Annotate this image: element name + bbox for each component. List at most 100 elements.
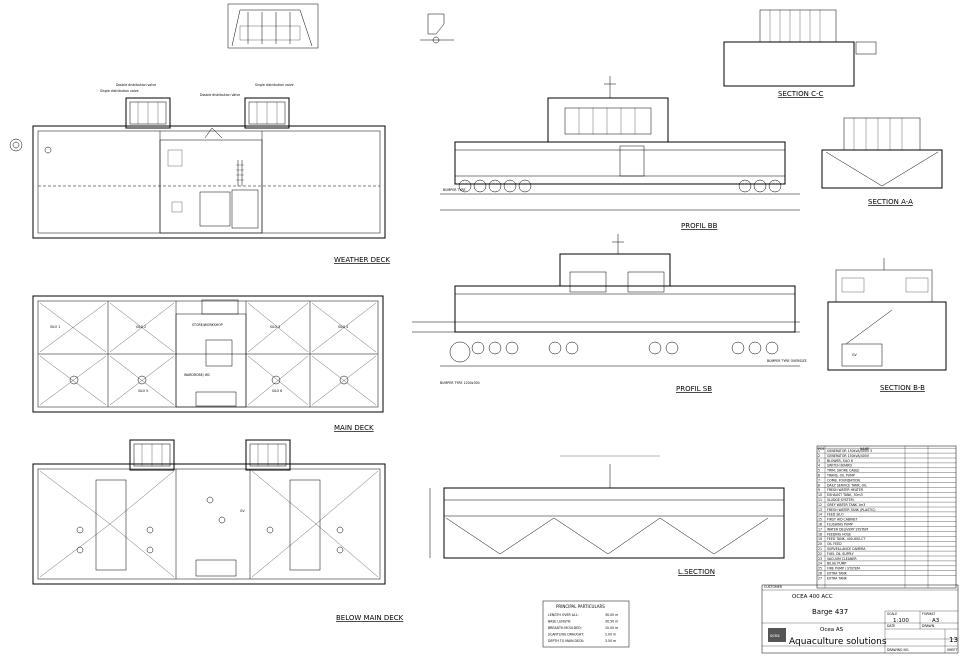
pp-row-value: 3.50 m [605, 639, 616, 643]
silo-5-label: SILO 5 [138, 389, 148, 393]
principal-particulars-rows: LENGTH OVER ALL: 30.00 m BASE LENGTH: 30.50… [548, 613, 618, 643]
parts-row-pos: 18 [818, 532, 822, 536]
tb-scale-label: SCALE [887, 612, 897, 616]
tb-drawing-no-label: DRAWING NO. [887, 648, 909, 652]
bumper-tyre-oversize-label: BUMPER TYRE OVERSIZE [767, 359, 807, 363]
profil-sb-view: BUMPER TYRE 1200x300 BUMPER TYRE OVERSIZ… [412, 234, 807, 393]
parts-row-pos: 19 [818, 537, 822, 541]
parts-header-pos: POS [818, 447, 824, 451]
callout-single-distribution-valve-right: Single distribution valve [255, 83, 294, 87]
pp-row-label: LENGTH OVER ALL: [548, 613, 579, 617]
principal-particulars: PRINCIPAL PARTICULARS LENGTH OVER ALL:30… [542, 600, 630, 648]
parts-row-name: EXTRA TANK [827, 572, 848, 576]
tb-format-label: FORMAT [922, 612, 935, 616]
parts-row-name: VACUUM CLEANER [827, 557, 857, 561]
parts-row-name: COMB. FOUNDATION [827, 478, 860, 482]
weather-deck-plan: Double distribution valve Single distrib… [9, 83, 390, 264]
tb-drawing-title: Barge 437 [812, 608, 848, 616]
parts-row-pos: 17 [818, 527, 822, 531]
parts-row-name: WATER DELIVERY SYSTEM [827, 527, 868, 531]
pp-row-label: BREADTH MOULDED: [548, 626, 582, 630]
parts-row-name: FRESH WATER HEATER [827, 488, 864, 492]
parts-row-pos: 23 [818, 557, 822, 561]
parts-row-name: GENERATOR 150kVA/400V [827, 454, 870, 458]
tb-scale: 1:100 [893, 618, 909, 624]
parts-row-name: OIL FEED [827, 542, 842, 546]
parts-row-name: BLOWER, SILO 6 [827, 459, 853, 463]
pp-row-label: BASE LENGTH: [548, 620, 571, 624]
profil-bb-title: PROFIL BB [681, 222, 718, 230]
pp-row-value: 30.00 m [605, 613, 618, 617]
parts-row-name: TRANS. OIL PUMP [826, 474, 855, 478]
tb-format: A3 [932, 618, 940, 624]
parts-row-pos: 10 [818, 493, 822, 497]
parts-row-pos: 9 [818, 488, 820, 492]
parts-row-pos: 26 [818, 572, 822, 576]
parts-row-name: FIRE PUMP / SYSTEM [827, 567, 860, 571]
parts-header-name: NAME [860, 447, 869, 451]
parts-row-name: EXHAUST TANK, 30m3 [827, 493, 863, 497]
section-aa-view: SECTION A-A [821, 117, 943, 206]
top-detail-sketch [227, 3, 319, 49]
wardrobe-label: WARDROBE/ WC [184, 373, 211, 377]
parts-row-pos: 12 [818, 503, 822, 507]
tb-date-label: DATE [887, 624, 895, 628]
silo-2-label: SILO 2 [136, 325, 146, 329]
section-aa-title: SECTION A-A [868, 198, 913, 206]
callout-single-distribution-valve: Single distribution valve [100, 89, 139, 93]
main-deck-plan: SILO 1 SILO 2 SILO 3 SILO 4 SILO 5 SILO … [32, 295, 384, 432]
parts-row-name: FEEDING HOSE [827, 532, 851, 536]
below-main-deck-title: BELOW MAIN DECK [336, 614, 404, 622]
parts-row-name: EXTRA TANK [827, 576, 848, 580]
parts-row-name: SLUDGE SYSTEM [827, 498, 854, 502]
parts-row-name: SWITCH BOARD [827, 464, 852, 468]
tb-sheet-label: SHEET [947, 648, 957, 652]
ocea-logo-text: ocea [770, 633, 780, 638]
section-cc-title: SECTION C-C [778, 90, 823, 98]
pp-row-value: 2.00 m [605, 633, 616, 637]
parts-row-pos: 1 [818, 449, 820, 453]
tb-company: Ocea AS [820, 627, 844, 633]
section-bb-title: SECTION B-B [880, 384, 925, 392]
silo-4-label: SILO 4 [338, 325, 348, 329]
tb-customer-label: CUSTOMER [764, 585, 783, 589]
parts-row-name: FEED TANK, 400-600-CT [827, 537, 865, 541]
parts-row-name: FRESH WATER TANK (PLASTIC) [827, 508, 876, 512]
parts-row-name: BILGE PUMP [827, 562, 846, 566]
parts-row-pos: 15 [818, 518, 822, 522]
parts-row-pos: 3 [818, 459, 820, 463]
parts-row-pos: 27 [818, 576, 822, 580]
parts-row-name: FIRST AID CABINET [827, 518, 857, 522]
pp-row-value: 30.50 m [605, 620, 618, 624]
parts-row-pos: 5 [818, 469, 820, 473]
pp-row-label: DEPTH TO MAIN DECK: [548, 639, 584, 643]
main-deck-title: MAIN DECK [334, 424, 374, 432]
profil-bb-view: BUMPER TYRE PROFIL BB [440, 76, 800, 230]
callout-double-distribution-valve: Double distribution valve [116, 83, 156, 87]
parts-row-pos: 14 [818, 513, 822, 517]
parts-row-pos: 22 [818, 552, 822, 556]
tb-drawn-label: DRAWN [922, 624, 935, 628]
parts-row-pos: 20 [818, 542, 822, 546]
parts-row-pos: 16 [818, 523, 822, 527]
weather-deck-title: WEATHER DECK [334, 256, 390, 264]
gv-label: GV [240, 509, 245, 513]
parts-row-name: SURVEILLANCE CAMERA [827, 547, 866, 551]
parts-row-pos: 2 [818, 454, 820, 458]
parts-row-name: GENERATOR 150kVA/400V 3 [827, 449, 872, 453]
tb-project: OCEA 400 ACC [792, 594, 833, 600]
profil-sb-title: PROFIL SB [676, 385, 712, 393]
parts-row-name: DAILY SERVICE TANK, OIL [827, 483, 867, 487]
bumper-tyre-label-sb: BUMPER TYRE 1200x300 [440, 381, 480, 385]
parts-row-pos: 4 [818, 464, 820, 468]
l-section-view: L.SECTION [429, 455, 785, 576]
silo-3-label: SILO 3 [270, 325, 280, 329]
ocea-logo [768, 628, 786, 642]
parts-row-pos: 8 [818, 483, 820, 487]
section-bb-view: GV SECTION B-B [827, 258, 947, 392]
l-section-title: L.SECTION [678, 568, 715, 576]
parts-row-pos: 13 [818, 508, 822, 512]
parts-row-pos: 11 [818, 498, 822, 502]
